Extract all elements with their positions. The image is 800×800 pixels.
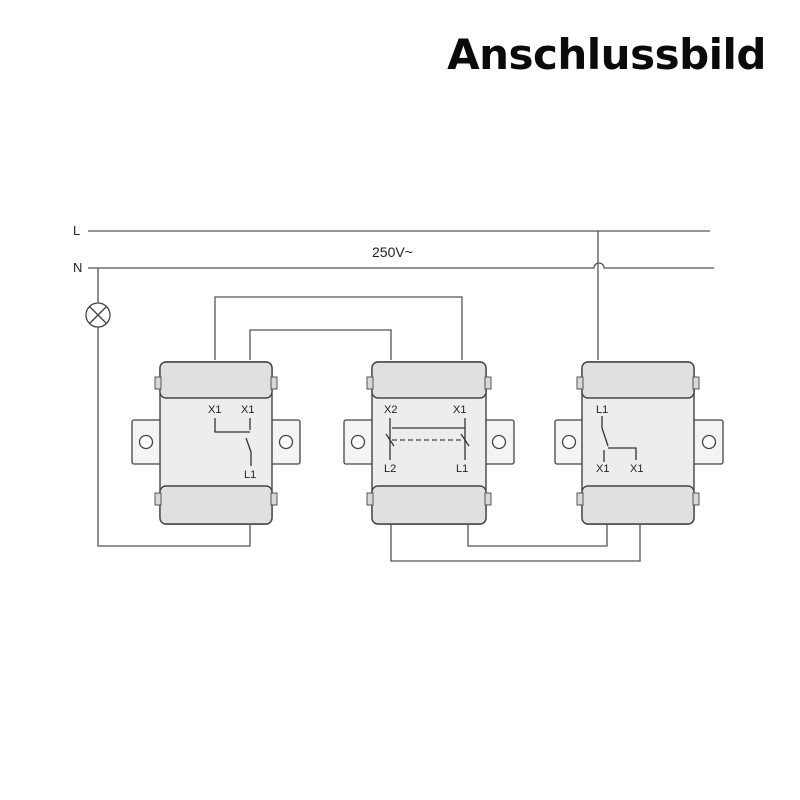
rail-label-n: N bbox=[73, 260, 82, 275]
terminal-label: X1 bbox=[208, 404, 221, 416]
terminal-label: X1 bbox=[596, 463, 609, 475]
traveler-wire-outer-bottom bbox=[390, 525, 641, 562]
switch-left: X1 X1 L1 bbox=[131, 361, 301, 525]
switch-right: L1 X1 X1 bbox=[554, 361, 724, 525]
switch-middle: X2 X1 L2 L1 bbox=[343, 361, 515, 525]
rail-label-l: L bbox=[73, 223, 80, 238]
terminal-label: L2 bbox=[384, 463, 396, 475]
traveler-wire-outer-top bbox=[214, 296, 463, 360]
terminal-label: X2 bbox=[384, 404, 397, 416]
terminal-label: X1 bbox=[630, 463, 643, 475]
cross-switch-contact-icon bbox=[385, 418, 470, 460]
terminal-label: X1 bbox=[453, 404, 466, 416]
terminal-label: L1 bbox=[244, 469, 256, 481]
traveler-wire-inner-top bbox=[249, 329, 392, 360]
switch-contact-icon bbox=[601, 416, 637, 462]
switch-contact-icon bbox=[214, 418, 252, 466]
terminal-label: X1 bbox=[241, 404, 254, 416]
diagram-title: Anschlussbild bbox=[447, 30, 766, 79]
terminal-label: L1 bbox=[596, 404, 608, 416]
terminal-label: L1 bbox=[456, 463, 468, 475]
lamp-return-wire bbox=[97, 327, 251, 547]
voltage-label: 250V~ bbox=[372, 244, 413, 260]
lamp-icon bbox=[85, 302, 111, 328]
traveler-wire-inner-bottom bbox=[467, 525, 608, 547]
neutral-rail bbox=[88, 262, 714, 269]
